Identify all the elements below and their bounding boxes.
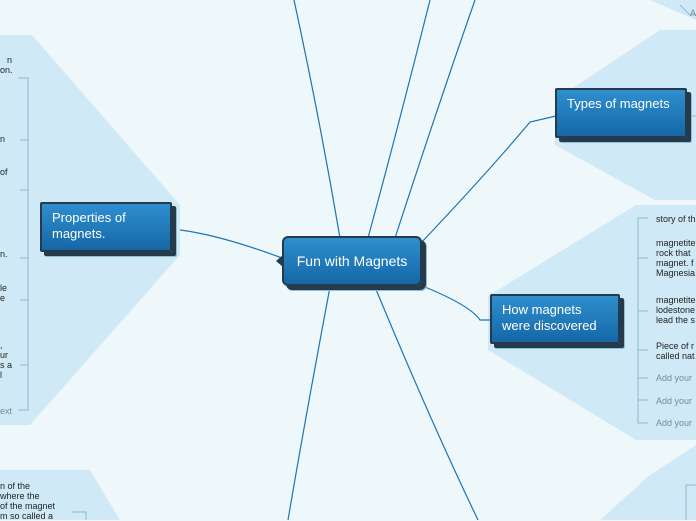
bottom-left-fragment[interactable]: n of the where the of the magnet m so ca…: [0, 481, 56, 521]
properties-fragment-1[interactable]: n on.: [0, 55, 13, 75]
central-left-arrow: [276, 255, 283, 267]
branch-line-types: [419, 115, 557, 245]
branch-line-bottom-left: [287, 286, 331, 520]
subtopic-lodestone[interactable]: magnetite lodestone lead the s: [656, 295, 696, 325]
properties-fragment-6[interactable]: , ur s a l: [0, 340, 13, 380]
properties-fragment-5[interactable]: le e: [0, 283, 8, 303]
discovered-bracket: [637, 217, 648, 424]
branch-line-top-mid: [367, 0, 431, 239]
properties-fragment-placeholder[interactable]: ext: [0, 406, 13, 416]
topic-types-node[interactable]: Types of magnets: [555, 88, 687, 138]
subtopic-natural-magnet[interactable]: Piece of r called nat: [656, 341, 695, 361]
properties-fragment-3[interactable]: of: [0, 167, 8, 177]
central-topic-node[interactable]: Fun with Magnets: [282, 236, 422, 286]
subtopic-magnetite-rock[interactable]: magnetite rock that magnet. f Magnesia: [656, 238, 696, 278]
subtopic-story[interactable]: story of th: [656, 214, 696, 224]
branch-line-discovered: [419, 284, 490, 321]
branch-line-top-left: [293, 0, 341, 239]
properties-fragment-4[interactable]: n.: [0, 249, 8, 259]
branch-line-properties: [179, 229, 283, 259]
bottom-left-region: [0, 470, 120, 520]
topic-properties-node[interactable]: Properties of magnets.: [40, 202, 172, 252]
top-right-region: [650, 0, 696, 20]
properties-bracket: [18, 77, 29, 411]
bottom-right-region: [600, 445, 696, 520]
topic-discovered-node[interactable]: How magnets were discovered: [490, 294, 620, 344]
subtopic-add-placeholder-1[interactable]: Add your: [656, 373, 693, 383]
properties-fragment-2[interactable]: n: [0, 134, 6, 144]
branch-line-top-right: [394, 0, 476, 239]
subtopic-add-placeholder-3[interactable]: Add your: [656, 418, 693, 428]
branch-line-bottom-right: [374, 286, 479, 520]
top-right-fragment[interactable]: A: [690, 8, 696, 18]
subtopic-add-placeholder-2[interactable]: Add your: [656, 396, 693, 406]
